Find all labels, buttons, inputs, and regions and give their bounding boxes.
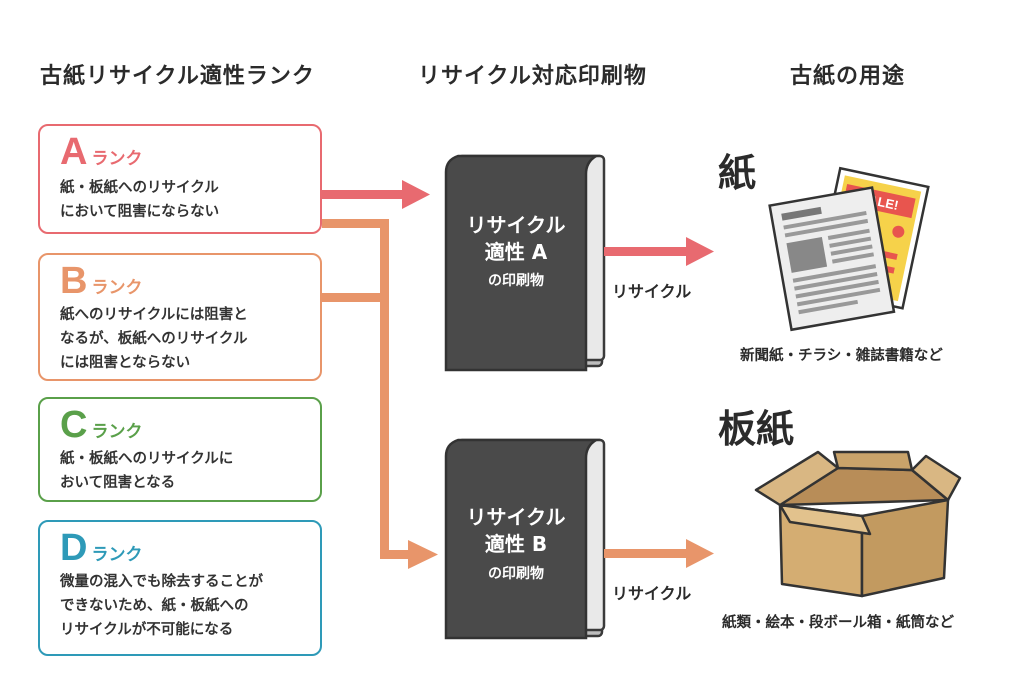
rank-description: 微量の混入でも除去することが できないため、紙・板紙への リサイクルが不可能にな… (60, 574, 263, 638)
book-b-label-line1: リサイクル (466, 505, 566, 529)
rank-description: 紙・板紙へのリサイクル において阻害にならない (60, 180, 220, 220)
book-a-label-line3: の印刷物 (488, 273, 544, 289)
use-paper-description: 新聞紙・チラシ・雑誌書籍など (740, 348, 943, 364)
book-a-icon (444, 154, 606, 372)
book-b-label-line3: の印刷物 (488, 566, 544, 582)
rank-letter: A (60, 131, 88, 173)
rank-card-d: D ランク 微量の混入でも除去することが できないため、紙・板紙への リサイクル… (38, 520, 322, 656)
book-b-label-line2: 適性 B (484, 532, 548, 556)
use-board-title: 板紙 (718, 407, 795, 451)
book-a-label-line1: リサイクル (466, 213, 566, 237)
arrow-rank-a (322, 180, 430, 209)
book-a-label-line2: 適性 A (484, 240, 548, 264)
rank-word: ランク (91, 422, 143, 442)
rank-letter: B (60, 260, 88, 302)
recycle-label-a: リサイクル (612, 282, 692, 301)
recycle-label-b: リサイクル (612, 584, 692, 603)
rank-column-title: 古紙リサイクル適性ランク (40, 64, 315, 89)
rank-card-a: A ランク 紙・板紙へのリサイクル において阻害にならない (38, 124, 322, 234)
arrow-book-b-to-board (604, 539, 714, 568)
arrow-rank-b-connector (322, 219, 438, 569)
rank-description: 紙・板紙へのリサイクルに おいて阻害となる (60, 451, 234, 491)
use-board-description: 紙類・絵本・段ボール箱・紙筒など (722, 615, 954, 631)
rank-letter: D (60, 527, 88, 569)
rank-word: ランク (91, 545, 143, 565)
rank-word: ランク (91, 149, 143, 169)
book-b-icon (444, 438, 606, 640)
rank-card-c: C ランク 紙・板紙へのリサイクルに おいて阻害となる (38, 397, 322, 502)
newspaper-icon: SALE! (768, 166, 930, 332)
rank-word: ランク (91, 278, 143, 298)
arrow-book-a-to-paper (604, 237, 714, 266)
use-paper-title: 紙 (718, 151, 757, 195)
cardboard-box-icon (754, 450, 962, 598)
print-column-title: リサイクル対応印刷物 (418, 64, 647, 89)
rank-card-b: B ランク 紙へのリサイクルには阻害と なるが、板紙へのリサイクル には阻害とな… (38, 253, 322, 381)
use-column-title: 古紙の用途 (790, 64, 906, 89)
rank-description: 紙へのリサイクルには阻害と なるが、板紙へのリサイクル には阻害とならない (60, 307, 248, 371)
rank-letter: C (60, 404, 88, 446)
